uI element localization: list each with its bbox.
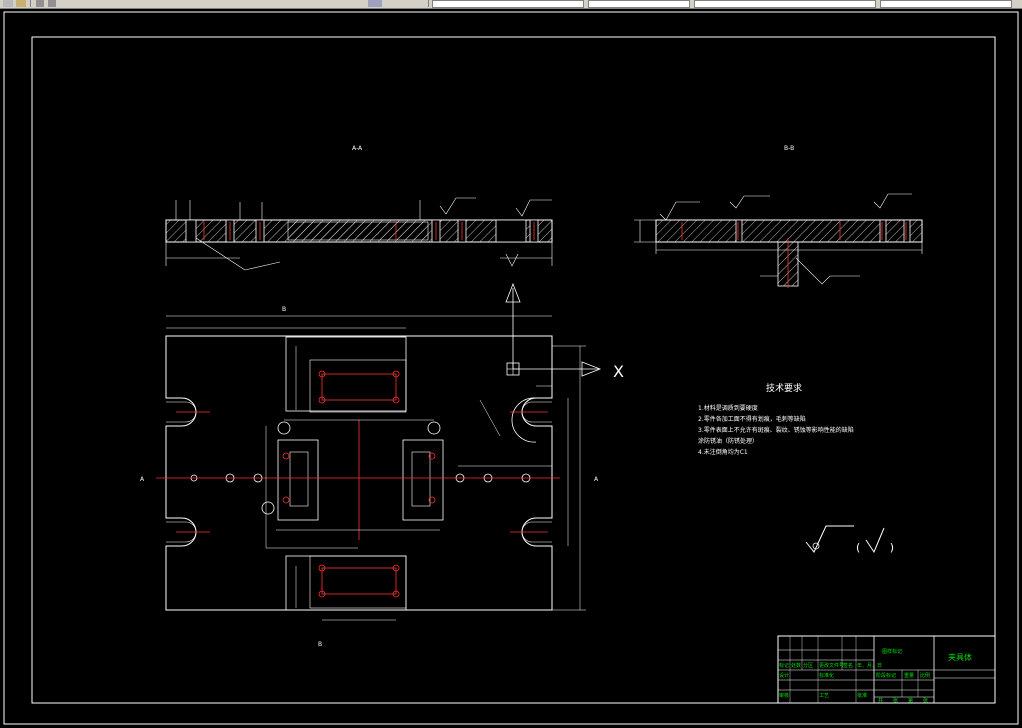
toolbar-separator <box>428 0 429 7</box>
cut-label-a-right: A <box>594 476 599 483</box>
title-block: 图样标记 夹具体 标记 处数 分区 更改文件号 签名 年、月、日 设计 标准化 … <box>777 635 996 704</box>
tech-req-line: 涂防锈油（防锈处理） <box>698 437 758 445</box>
technical-requirements: 技术要求 1.材料是调质到要硬度 2.零件各加工面不得有划痕，毛刺等缺陷 3.零… <box>698 382 854 456</box>
title-col-label: 比例 <box>920 672 930 679</box>
title-drawing-label: 图样标记 <box>882 648 902 655</box>
tech-req-line: 1.材料是调质到要硬度 <box>698 404 758 412</box>
drawing-svg: A-A B-B <box>3 11 1019 725</box>
linetype-combo[interactable] <box>694 0 876 8</box>
title-col-label: 阶段标记 <box>876 672 896 679</box>
redo-icon[interactable] <box>48 0 56 7</box>
inner-border <box>31 36 996 704</box>
tech-req-title: 技术要求 <box>766 382 802 394</box>
title-row-label: 签名 <box>843 662 853 669</box>
tech-req-line: 3.零件表面上不允许有斑痕、裂纹、锈蚀等影响性能的缺陷 <box>698 426 854 434</box>
cad-toolbar <box>0 0 1022 9</box>
title-row-label: 分区 <box>803 662 813 669</box>
title-row-label: 处数 <box>791 662 801 669</box>
lineweight-combo[interactable] <box>880 0 1012 8</box>
title-bottom-label: 张 <box>893 697 898 704</box>
tech-req-line: 4.未注倒角均为C1 <box>698 448 748 456</box>
title-row-label: 更改文件号 <box>819 662 844 669</box>
surface-roughness-symbol <box>805 525 885 554</box>
title-bottom-label: 第 <box>908 697 913 704</box>
section-bb-label: B-B <box>784 145 794 152</box>
section-aa-view <box>165 197 553 271</box>
title-row2-label: 批准 <box>857 692 867 699</box>
layer-combo[interactable] <box>432 0 584 8</box>
zoom-icon[interactable] <box>368 0 382 7</box>
section-aa-label: A-A <box>352 145 363 152</box>
title-row2-label: 工艺 <box>819 693 829 699</box>
undo-icon[interactable] <box>36 0 44 7</box>
title-part-name: 夹具体 <box>948 652 972 662</box>
title-row2-label: 审核 <box>779 692 789 699</box>
title-bottom-label: 张 <box>923 697 928 704</box>
outer-border <box>3 11 1019 725</box>
section-bb-view <box>634 193 923 288</box>
title-row2-label: 设计 <box>779 672 789 679</box>
new-file-icon[interactable] <box>3 0 13 7</box>
drawing-canvas[interactable]: A-A B-B <box>0 9 1022 728</box>
title-row-label: 标记 <box>779 662 789 669</box>
title-row2-label: 标准化 <box>819 672 834 679</box>
open-file-icon[interactable] <box>16 0 26 7</box>
title-col-label: 重量 <box>904 672 914 679</box>
title-row-label: 年、月、日 <box>857 662 882 669</box>
roughness-note: ( ) <box>856 541 894 554</box>
axis-x-label: X <box>613 362 624 381</box>
cut-label-b-top: B <box>282 306 286 313</box>
plan-view <box>156 315 586 621</box>
toolbar-separator <box>30 0 31 7</box>
tech-req-line: 2.零件各加工面不得有划痕，毛刺等缺陷 <box>698 415 806 423</box>
cut-label-b-bottom: B <box>318 641 322 648</box>
cut-label-a-left: A <box>140 476 145 483</box>
ucs-axis-icon <box>505 282 602 377</box>
color-combo[interactable] <box>588 0 690 8</box>
title-bottom-label: 共 <box>878 697 883 704</box>
